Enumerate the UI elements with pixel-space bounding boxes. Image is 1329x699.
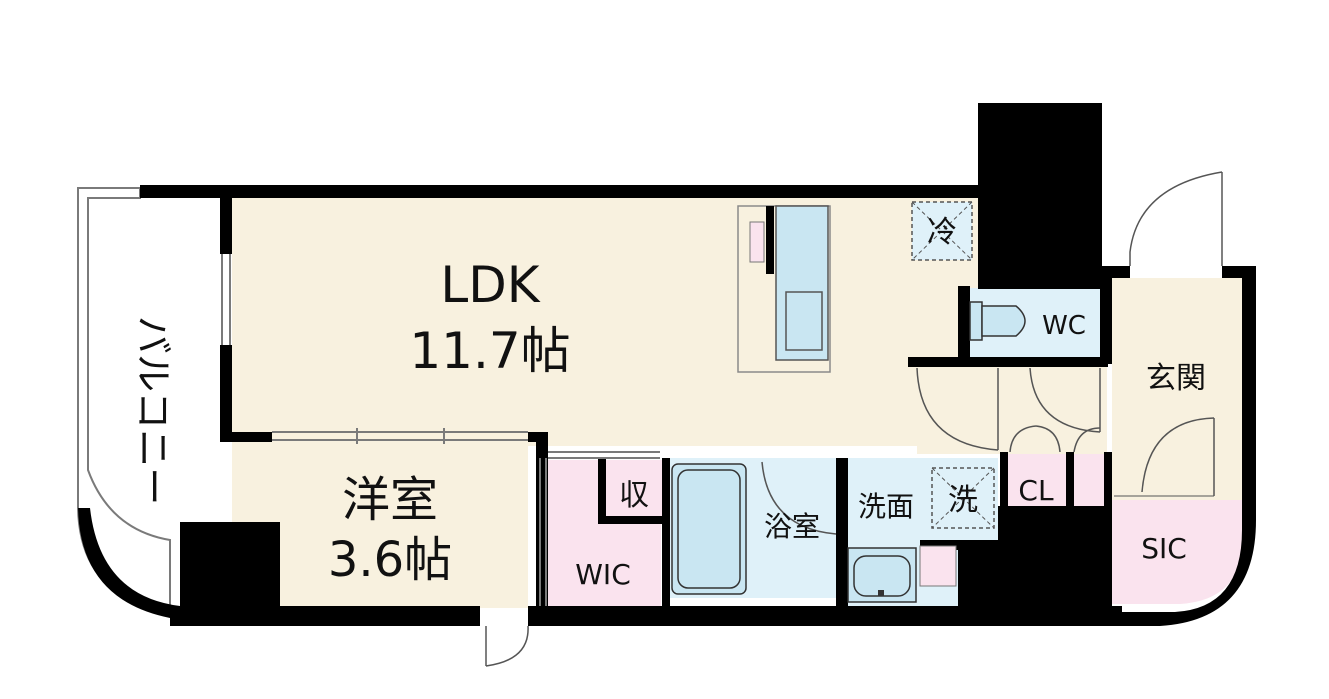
window-lines xyxy=(221,254,660,606)
sic-floor xyxy=(1112,500,1242,604)
storage-floor xyxy=(602,460,662,518)
room-labels: LDK 11.7帖 洋室 3.6帖 バルコニー WIC 収 浴室 洗面 洗 冷 … xyxy=(131,215,1206,591)
ldk-corridor-floor xyxy=(917,366,1107,454)
washer-label: 洗 xyxy=(948,483,978,518)
washroom-label: 洗面 xyxy=(858,490,914,523)
kitchen-partition xyxy=(766,206,774,274)
wash-basin xyxy=(847,545,957,603)
western-room-floor xyxy=(232,440,528,608)
closet-floor xyxy=(1008,454,1104,514)
balcony-label: バルコニー xyxy=(131,316,175,505)
sic-label: SIC xyxy=(1141,532,1187,565)
ldk-floor xyxy=(232,198,998,446)
ldk-size: 11.7帖 xyxy=(409,322,570,380)
wc-label: WC xyxy=(1042,311,1086,341)
kitchen-sink xyxy=(785,291,823,351)
doors xyxy=(485,171,1223,667)
washer-space xyxy=(931,467,995,529)
walls xyxy=(78,103,1256,626)
western-room-name: 洋室 xyxy=(342,472,438,528)
entrance-floor xyxy=(1112,278,1242,500)
wic-label: WIC xyxy=(575,558,631,591)
kitchen xyxy=(737,205,831,373)
storage-label: 収 xyxy=(619,478,649,513)
entrance-label: 玄関 xyxy=(1146,361,1206,396)
fridge-space xyxy=(911,201,973,261)
kitchen-sink-unit xyxy=(775,205,829,361)
western-room-size: 3.6帖 xyxy=(328,532,452,588)
kitchen-shelf xyxy=(749,221,765,263)
bathtub xyxy=(671,461,837,595)
toilet xyxy=(969,301,1026,341)
ldk-name: LDK xyxy=(440,256,540,314)
fridge-label: 冷 xyxy=(927,215,957,250)
closet-label: CL xyxy=(1018,474,1054,507)
bath-label: 浴室 xyxy=(764,510,820,543)
floor-fills xyxy=(232,198,1242,608)
